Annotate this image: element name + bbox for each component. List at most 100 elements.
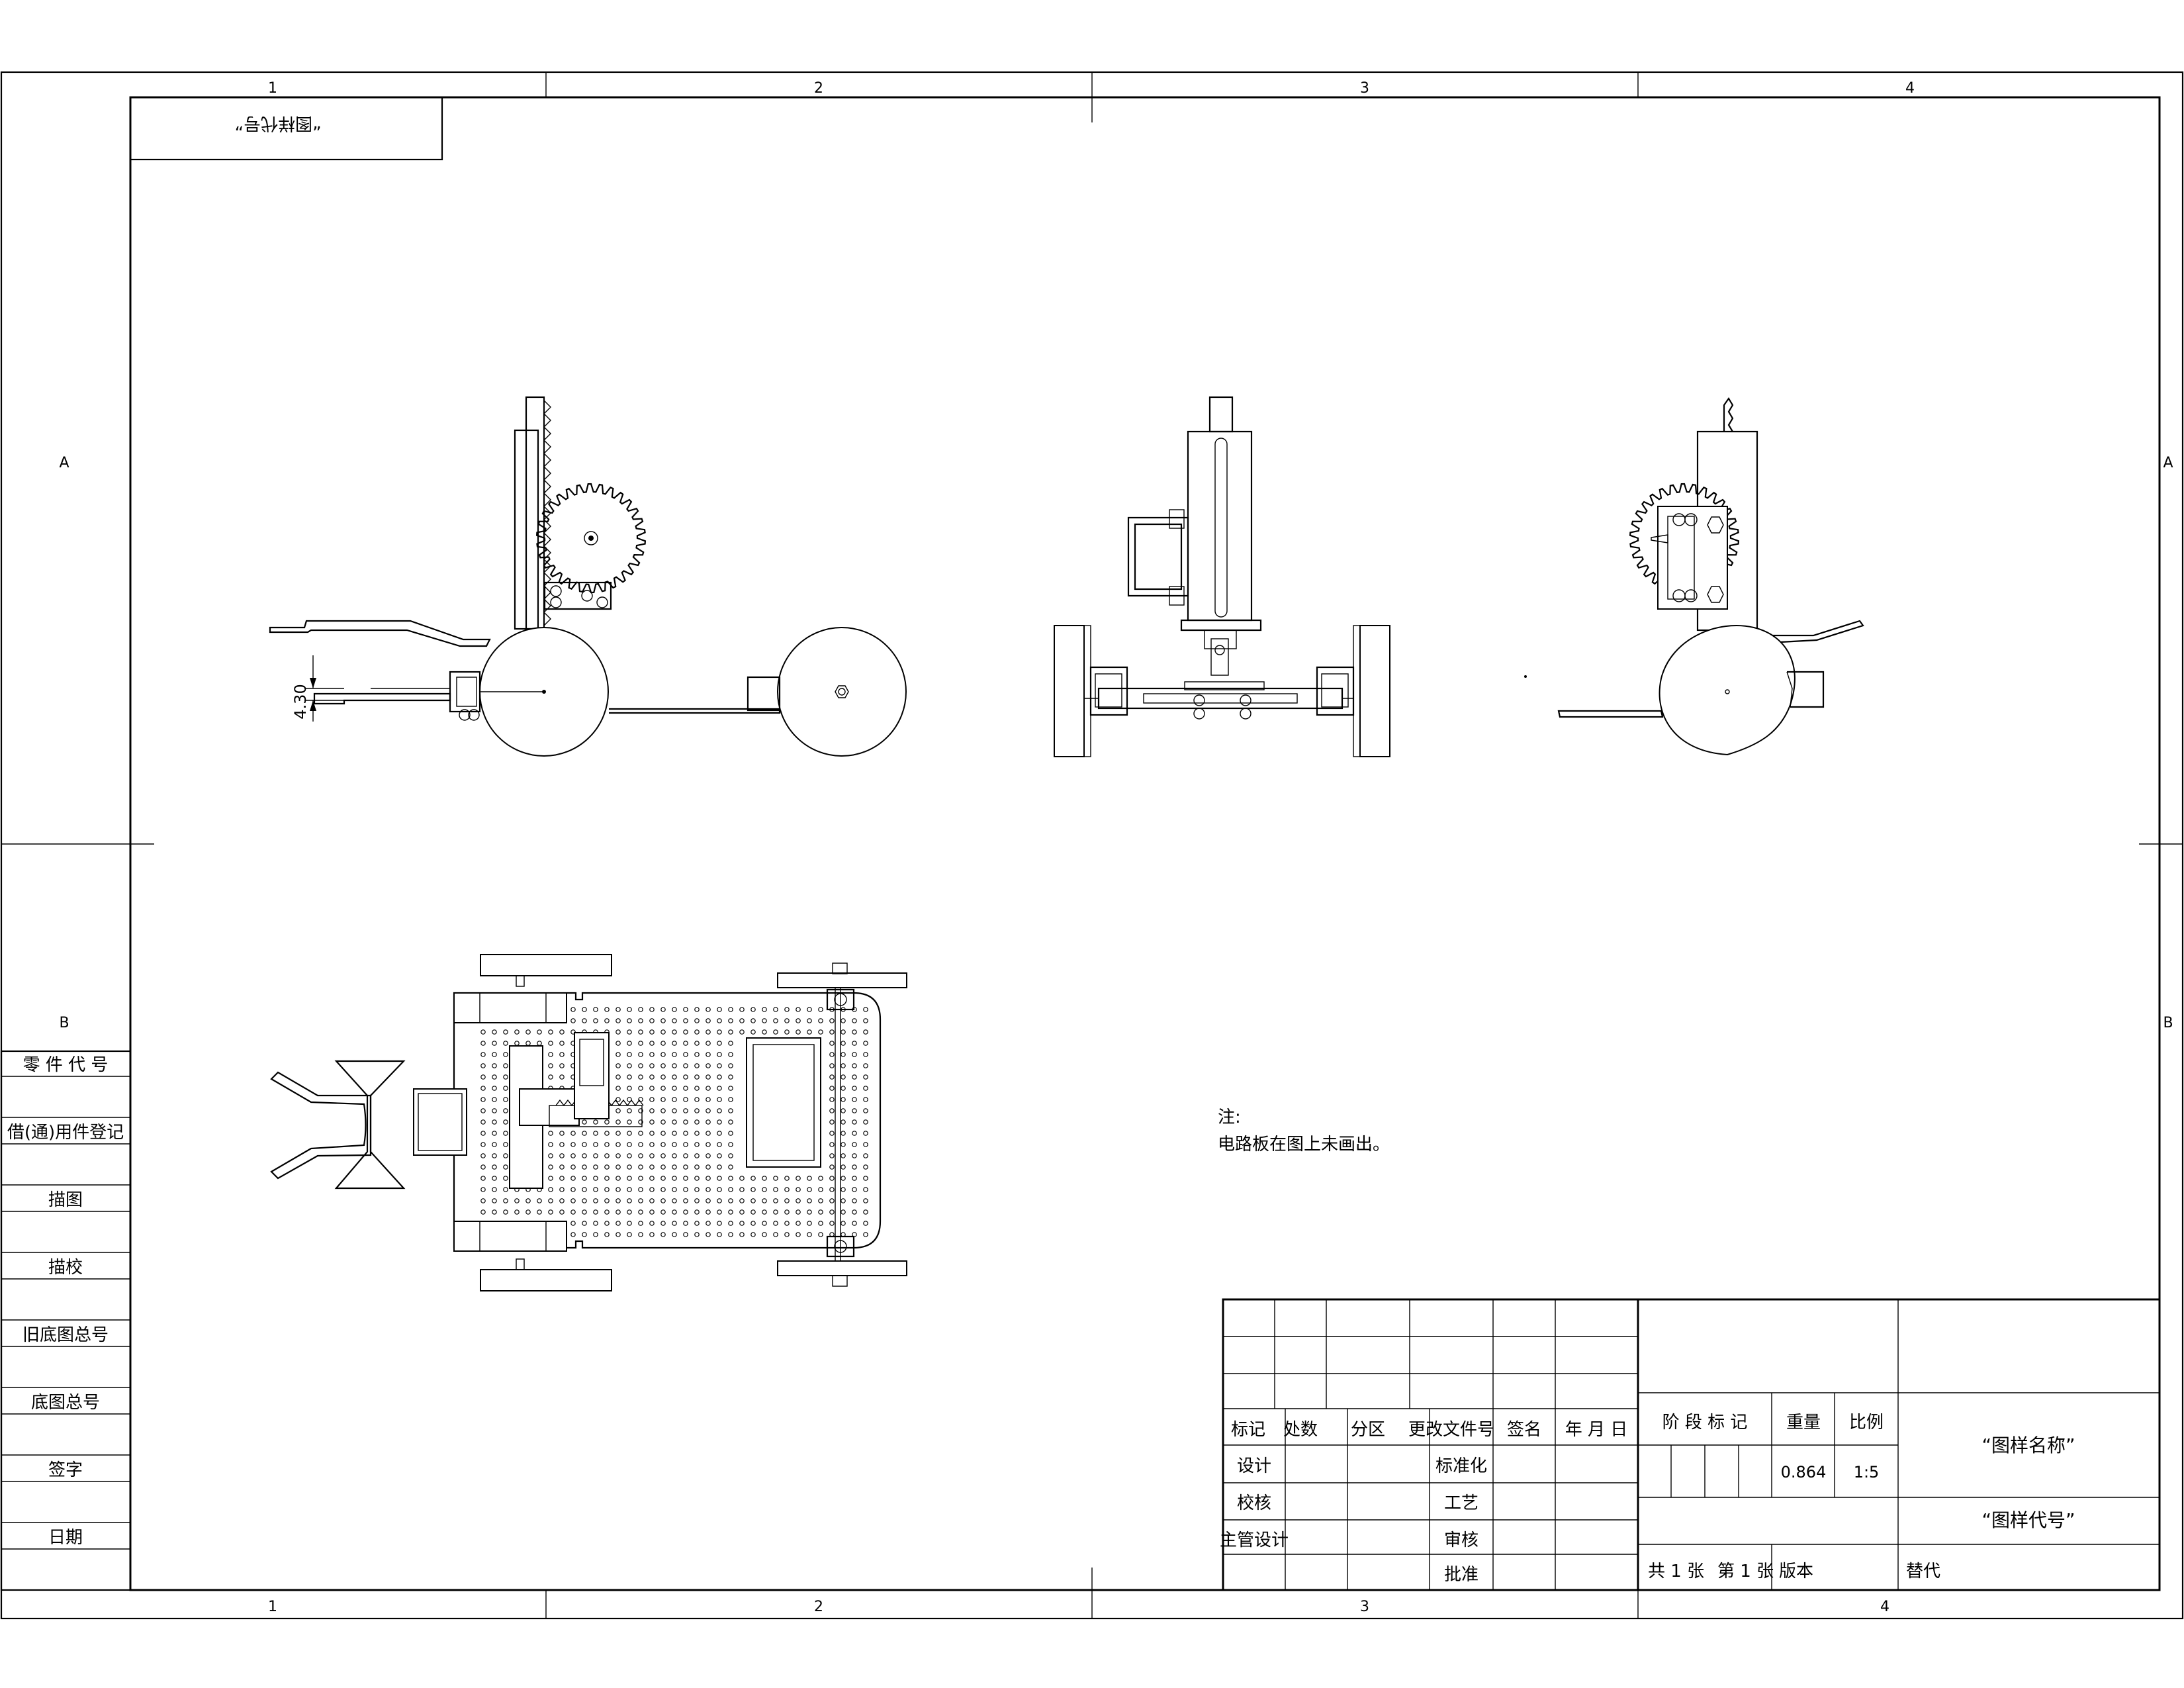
reg-old-master-no: 旧底图总号 <box>23 1325 109 1345</box>
plate-hole <box>841 1074 846 1080</box>
plate-hole <box>593 1007 598 1012</box>
plate-hole <box>694 1063 700 1068</box>
plate-hole <box>548 1063 553 1068</box>
plate-hole <box>841 1153 846 1158</box>
plate-hole <box>492 1131 497 1136</box>
rear-rack-top <box>1723 397 1734 432</box>
plate-hole <box>604 1142 610 1147</box>
side-chassis <box>1097 687 1343 710</box>
plate-hole <box>728 1108 733 1113</box>
plate-hole <box>480 1153 486 1158</box>
plate-hole <box>863 1108 868 1113</box>
top-wheel-rear-upper <box>777 972 907 988</box>
plate-hole <box>604 1198 610 1203</box>
plate-hole <box>660 1108 666 1113</box>
plate-hole <box>604 1164 610 1170</box>
plate-hole <box>638 1029 643 1035</box>
reg-date: 日期 <box>48 1528 83 1548</box>
plate-hole <box>694 1142 700 1147</box>
plate-hole <box>829 1221 835 1226</box>
plate-hole <box>796 1221 801 1226</box>
plate-hole <box>582 1164 587 1170</box>
front-gear-hub <box>584 531 598 545</box>
registration-column: 零 件 代 号 借(通)用件登记 描图 描校 旧底图总号 底图总号 签字 日期 <box>0 1050 132 1591</box>
plate-hole <box>705 1232 711 1237</box>
plate-hole <box>863 1018 868 1023</box>
plate-hole <box>559 1176 565 1181</box>
plate-hole <box>503 1074 508 1080</box>
plate-hole <box>694 1198 700 1203</box>
side-wheel-left <box>1054 625 1085 757</box>
plate-hole <box>672 1041 677 1046</box>
plate-hole <box>570 1198 576 1203</box>
plate-hole <box>728 1074 733 1080</box>
plate-hole <box>548 1131 553 1136</box>
plate-hole <box>694 1108 700 1113</box>
plate-hole <box>672 1108 677 1113</box>
plate-hole <box>672 1029 677 1035</box>
plate-hole <box>638 1209 643 1215</box>
plate-hole <box>660 1153 666 1158</box>
plate-hole <box>852 1131 857 1136</box>
plate-hole <box>818 1176 823 1181</box>
plate-hole <box>683 1052 688 1057</box>
plate-hole <box>717 1119 722 1125</box>
plate-hole <box>818 1029 823 1035</box>
top-wheel-front-upper <box>480 954 612 976</box>
side-column-top <box>1208 396 1234 433</box>
plate-hole <box>649 1131 655 1136</box>
plate-hole <box>683 1063 688 1068</box>
plate-hole <box>705 1108 711 1113</box>
plate-hole <box>728 1164 733 1170</box>
sign-process: 工艺 <box>1444 1493 1479 1513</box>
sign-approve: 批准 <box>1444 1565 1479 1585</box>
zone-top-3: 3 <box>1360 80 1369 97</box>
plate-hole <box>863 1052 868 1057</box>
plate-hole <box>841 1097 846 1102</box>
rev-header-zone: 分区 <box>1351 1420 1385 1440</box>
plate-hole <box>638 1086 643 1091</box>
plate-hole <box>503 1086 508 1091</box>
plate-hole <box>615 1074 621 1080</box>
corner-code-box: “图样代号” <box>129 96 443 161</box>
title-block: 标记 处数 分区 更改文件号 签名 年 月 日 设计 校核 主管设计 标准化 工… <box>1220 1298 2161 1591</box>
plate-hole <box>638 1176 643 1181</box>
plate-hole <box>751 1187 756 1192</box>
plate-hole <box>627 1142 632 1147</box>
plate-hole <box>660 1131 666 1136</box>
reg-tracing: 描图 <box>48 1190 83 1210</box>
plate-hole <box>841 1063 846 1068</box>
plate-hole <box>638 1142 643 1147</box>
plate-hole <box>492 1142 497 1147</box>
plate-hole <box>492 1074 497 1080</box>
plate-hole <box>694 1119 700 1125</box>
plate-hole <box>841 1052 846 1057</box>
plate-hole <box>705 1018 711 1023</box>
plate-hole <box>604 1131 610 1136</box>
plate-hole <box>660 1063 666 1068</box>
plate-hole <box>627 1176 632 1181</box>
plate-hole <box>559 1209 565 1215</box>
front-view: 4.30 <box>269 396 907 757</box>
plate-hole <box>672 1198 677 1203</box>
plate-hole <box>683 1029 688 1035</box>
plate-hole <box>863 1164 868 1170</box>
plate-hole <box>829 1018 835 1023</box>
plate-hole <box>492 1052 497 1057</box>
plate-hole <box>660 1232 666 1237</box>
plate-hole <box>728 1176 733 1181</box>
plate-hole <box>525 1041 531 1046</box>
plate-hole <box>638 1221 643 1226</box>
plate-hole <box>717 1164 722 1170</box>
plate-hole <box>480 1209 486 1215</box>
plate-hole <box>559 1153 565 1158</box>
plate-hole <box>537 1041 542 1046</box>
plate-hole <box>818 1018 823 1023</box>
plate-hole <box>829 1063 835 1068</box>
plate-hole <box>627 1209 632 1215</box>
plate-hole <box>762 1176 767 1181</box>
plate-hole <box>480 1063 486 1068</box>
plate-hole <box>863 1142 868 1147</box>
plate-hole <box>694 1131 700 1136</box>
plate-hole <box>841 1119 846 1125</box>
